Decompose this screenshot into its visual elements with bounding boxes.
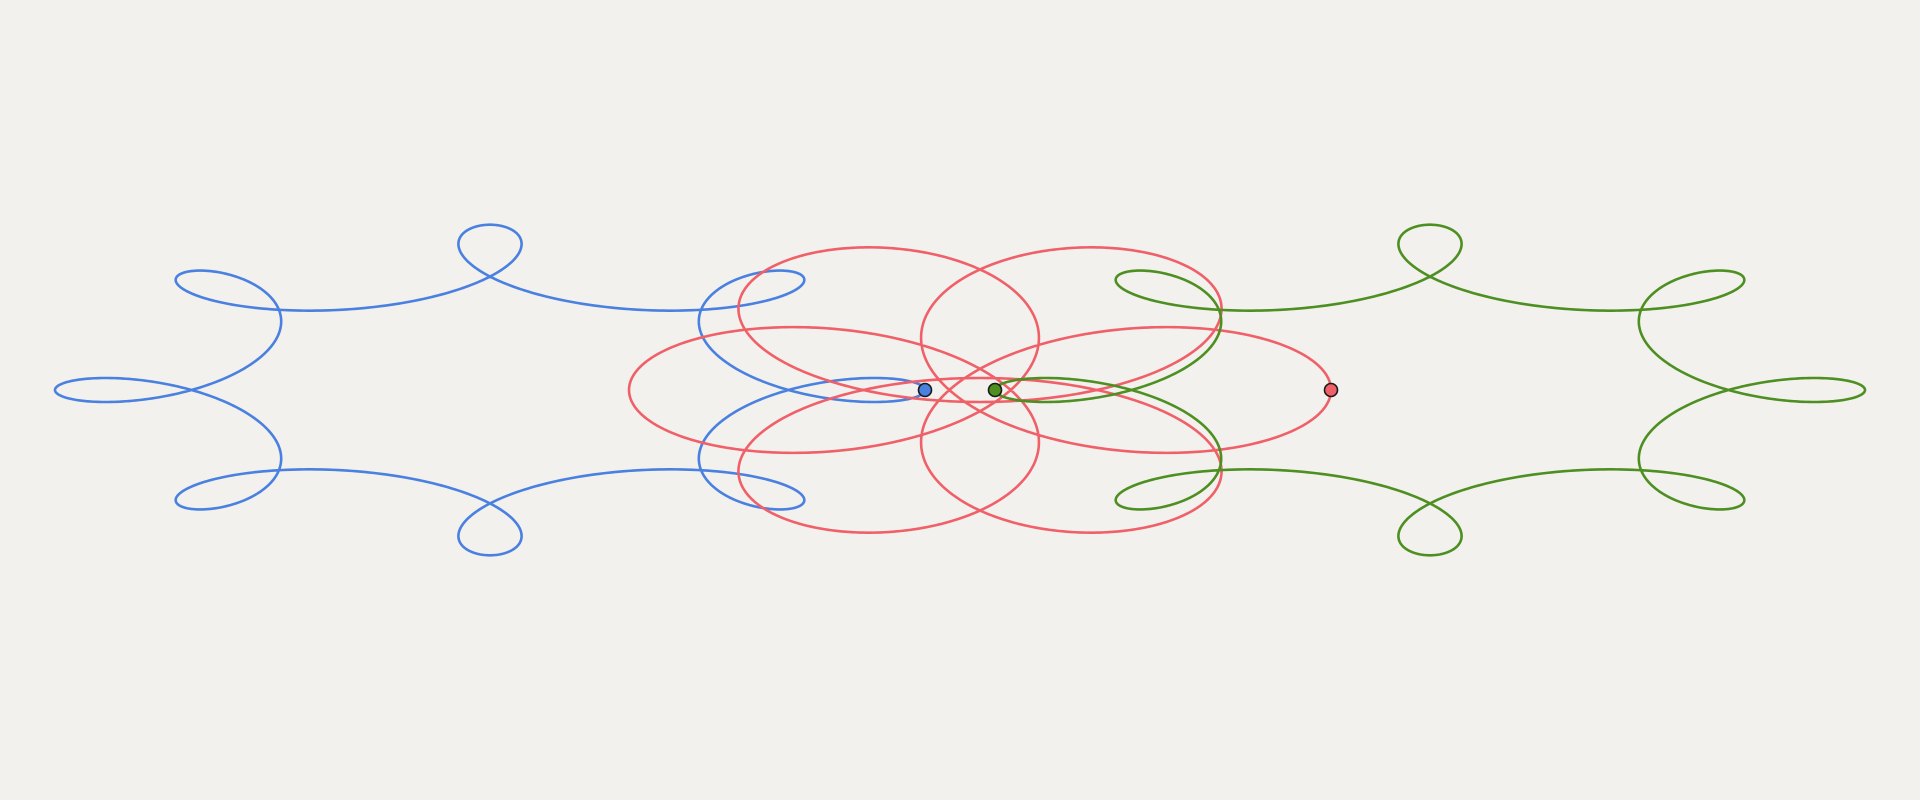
- blue-orbit-curve: [53, 223, 927, 557]
- red-orbit-figure: [627, 246, 1339, 534]
- blue-orbit-figure: [53, 223, 933, 557]
- green-orbit-curve: [993, 223, 1867, 557]
- green-orbit-figure: [987, 223, 1867, 557]
- blue-start-marker: [917, 382, 933, 398]
- red-orbit-curve: [627, 246, 1333, 534]
- red-start-marker: [1323, 382, 1339, 398]
- green-start-marker: [987, 382, 1003, 398]
